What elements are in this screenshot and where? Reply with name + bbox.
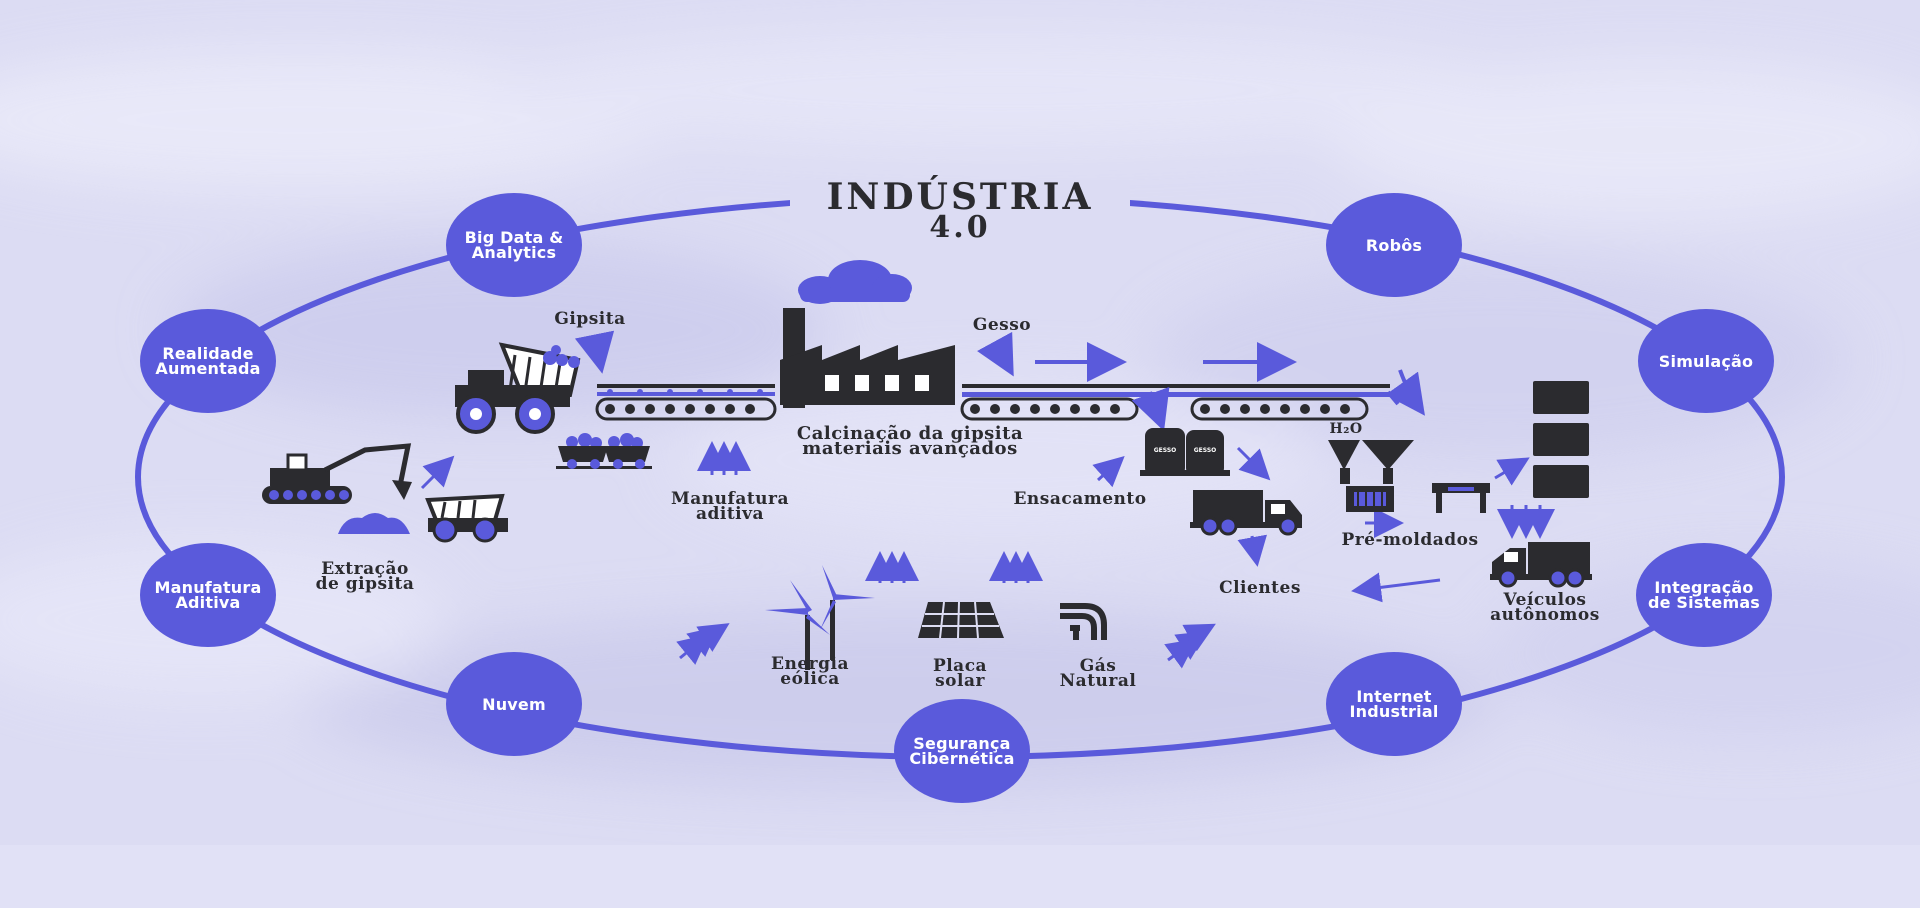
label-calcinacao-1: Calcinação da gipsita [796, 423, 1024, 444]
label-veiculos-autonomos: Veículos autônomos [1490, 590, 1600, 625]
label-h2o: H₂O [1329, 421, 1363, 437]
solar-panel-icon [918, 601, 1004, 639]
label-gesso: Gesso [972, 315, 1032, 335]
label-extracao: Extração de gipsita [315, 559, 415, 594]
label-placa-solar: Placa solar [932, 656, 988, 691]
funnel-icon [1328, 440, 1414, 512]
label-calcinacao-2: materiais avançados [802, 438, 1018, 459]
title-line-2: 4.0 [929, 210, 991, 245]
title-line-1: INDÚSTRIA [826, 176, 1094, 218]
conveyor-belt-icon [595, 384, 777, 421]
node-internet-industrial[interactable]: Internet Industrial [1326, 652, 1462, 756]
page-title: INDÚSTRIA 4.0 [810, 176, 1110, 245]
excavator-icon [262, 443, 412, 504]
gas-pipe-icon [1060, 603, 1107, 640]
ore-pile-icon [338, 513, 410, 534]
node-manufatura-aditiva[interactable]: Manufatura Aditiva [140, 543, 276, 647]
cloud-icon [798, 260, 912, 304]
node-robos[interactable]: Robôs [1326, 193, 1462, 297]
arrow-icon [420, 441, 1555, 669]
node-realidade-aumentada[interactable]: Realidade Aumentada [140, 309, 276, 413]
svg-text:GESSO: GESSO [1194, 447, 1217, 454]
precast-block-icon [1533, 381, 1589, 498]
factory-icon [780, 308, 955, 408]
delivery-truck-icon [1490, 542, 1592, 588]
node-simulacao[interactable]: Simulação [1638, 309, 1774, 413]
arrow-icon [574, 330, 1425, 416]
svg-text:GESSO: GESSO [1154, 447, 1177, 454]
dump-truck-icon [455, 342, 581, 434]
dump-truck-icon [425, 493, 508, 543]
delivery-truck-icon [1190, 490, 1302, 536]
label-pre-moldados: Pré-moldados [1341, 530, 1479, 550]
mold-table-icon [1432, 483, 1490, 513]
conveyor-belt-icon [960, 384, 1400, 432]
label-energia-eolica: Energia eólica [771, 654, 849, 689]
node-nuvem[interactable]: Nuvem [446, 652, 582, 756]
title-gap [790, 180, 1130, 230]
label-gas-natural: Gás Natural [1059, 656, 1137, 691]
node-integracao-de-sistemas[interactable]: Integração de Sistemas [1636, 543, 1772, 647]
mining-cart-icon [556, 433, 652, 469]
label-clientes: Clientes [1219, 578, 1301, 598]
node-big-data-analytics[interactable]: Big Data & Analytics [446, 193, 582, 297]
label-ensacamento: Ensacamento [1013, 489, 1147, 509]
node-seguranca-cibernetica[interactable]: Segurança Cibernética [894, 699, 1030, 803]
gypsum-bag-icon: GESSO GESSO [1140, 428, 1230, 476]
label-manufatura-aditiva: Manufatura aditiva [670, 489, 790, 524]
label-gipsita: Gipsita [554, 309, 626, 329]
wind-turbine-icon [765, 565, 875, 670]
